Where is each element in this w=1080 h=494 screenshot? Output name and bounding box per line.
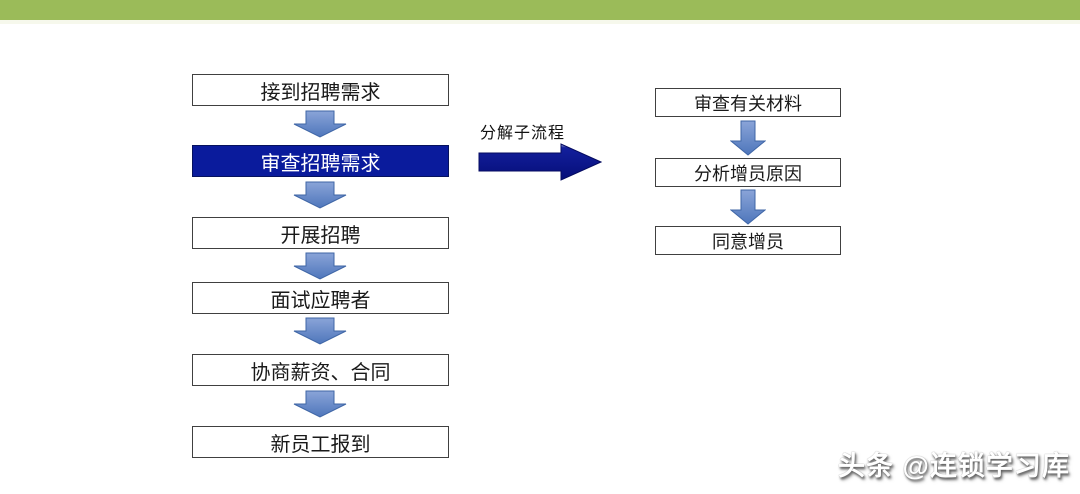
down-arrow-icon xyxy=(730,189,766,225)
flow-step-label: 新员工报到 xyxy=(270,433,371,456)
down-arrow-icon xyxy=(730,120,766,156)
subflow-step-analyze-reason: 分析增员原因 xyxy=(655,158,841,187)
flow-step-label: 面试应聘者 xyxy=(270,289,371,312)
flow-step-receive-request: 接到招聘需求 xyxy=(192,74,449,106)
flow-step-conduct-recruiting: 开展招聘 xyxy=(192,217,449,249)
subflow-step-review-materials: 审查有关材料 xyxy=(655,88,841,117)
watermark-text: 头条 @连锁学习库 xyxy=(838,451,1070,481)
down-arrow-icon xyxy=(293,317,347,345)
flow-step-negotiate-salary: 协商薪资、合同 xyxy=(192,354,449,386)
down-arrow-icon xyxy=(293,252,347,280)
flow-step-label: 开展招聘 xyxy=(280,224,361,247)
down-arrow-icon xyxy=(293,390,347,418)
subprocess-right-arrow-icon xyxy=(478,143,602,181)
flow-step-review-request: 审查招聘需求 xyxy=(192,145,449,177)
flow-step-new-employee-onboard: 新员工报到 xyxy=(192,426,449,458)
top-accent-bar xyxy=(0,0,1080,24)
flow-step-label: 分析增员原因 xyxy=(694,163,802,184)
flow-step-label: 审查招聘需求 xyxy=(260,152,381,175)
flow-step-label: 同意增员 xyxy=(712,231,784,252)
subprocess-arrow-label: 分解子流程 xyxy=(480,125,566,142)
flow-step-label: 协商薪资、合同 xyxy=(250,361,391,384)
down-arrow-icon xyxy=(293,181,347,209)
flow-step-label: 审查有关材料 xyxy=(694,93,802,114)
flow-step-interview: 面试应聘者 xyxy=(192,282,449,314)
down-arrow-icon xyxy=(293,110,347,138)
subflow-step-approve-increase: 同意增员 xyxy=(655,226,841,255)
flow-step-label: 接到招聘需求 xyxy=(260,81,381,104)
